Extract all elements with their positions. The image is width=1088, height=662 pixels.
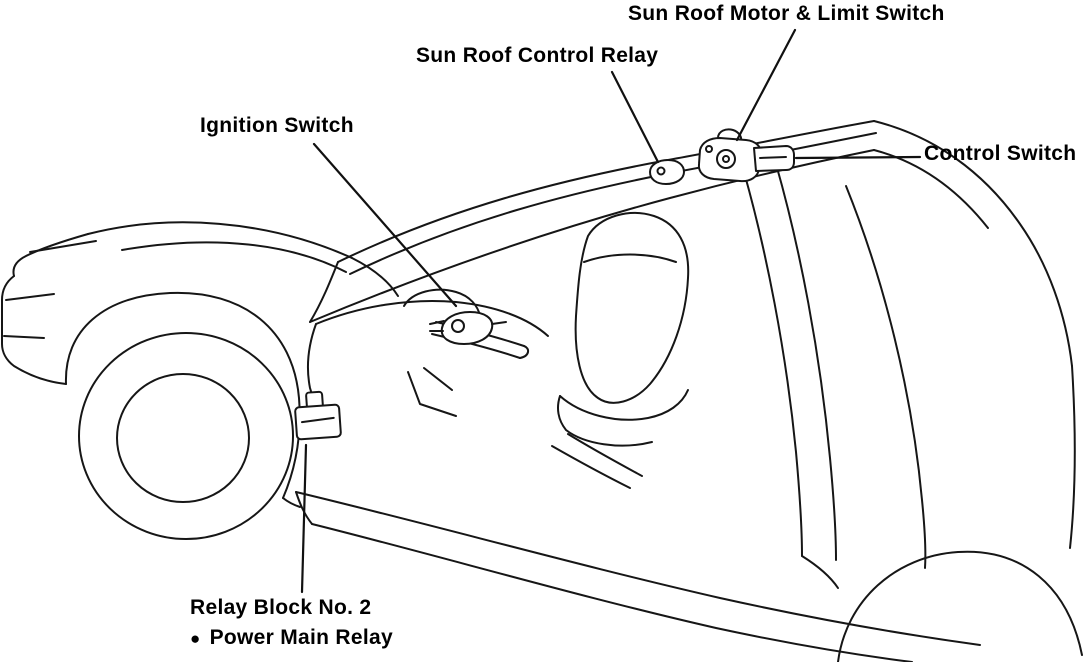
leader-sunroof-motor <box>735 28 797 142</box>
label-relay-block-no2: Relay Block No. 2 <box>190 596 372 619</box>
label-sunroof-control-relay: Sun Roof Control Relay <box>416 44 659 67</box>
label-control-switch: Control Switch <box>924 142 1077 165</box>
label-sunroof-motor-limit-switch: Sun Roof Motor & Limit Switch <box>628 2 945 25</box>
sunroof-control-relay-drawing <box>649 159 685 185</box>
leader-sunroof-relay <box>610 70 660 164</box>
leader-control-switch <box>794 155 922 160</box>
driver-seat-drawing <box>557 211 690 447</box>
relay-block-drawing <box>294 390 342 441</box>
label-power-main-relay-text: Power Main Relay <box>209 626 393 649</box>
front-wheel <box>78 332 294 540</box>
label-ignition-switch: Ignition Switch <box>200 114 354 137</box>
dashboard-and-steering <box>307 288 549 425</box>
leader-ignition-switch <box>312 142 458 308</box>
leader-lines <box>300 28 922 594</box>
sunroof-motor-limit-switch-drawing <box>697 128 763 183</box>
ignition-switch-drawing <box>429 311 507 345</box>
control-switch-drawing <box>753 145 795 172</box>
leader-relay-block <box>300 443 308 594</box>
bullet-icon: ● <box>190 629 201 648</box>
car-body-outline <box>1 120 1083 662</box>
label-power-main-relay: ● Power Main Relay <box>190 626 393 650</box>
